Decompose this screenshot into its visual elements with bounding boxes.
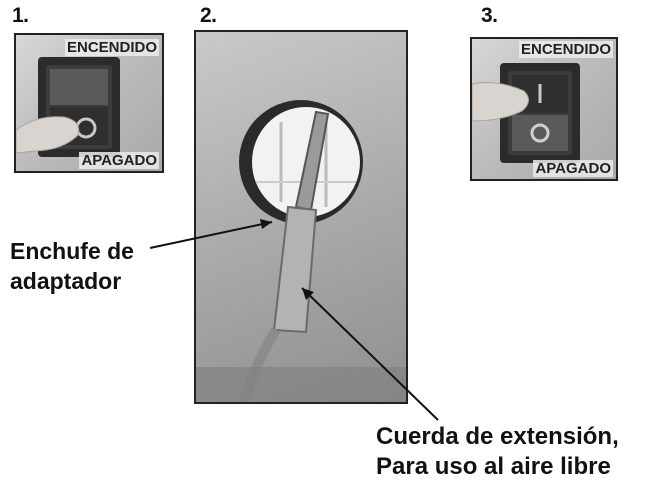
step-1-switch-photo: ENCENDIDO APAGADO: [14, 33, 164, 173]
step-1-off-label: APAGADO: [79, 152, 159, 169]
step-2-number: 2.: [200, 4, 217, 27]
step-3-on-label: ENCENDIDO: [518, 41, 613, 58]
rocker-switch-off-illustration: [16, 57, 120, 157]
plug-body-icon: [272, 205, 318, 334]
adapter-plug-label: Enchufe de adaptador: [10, 236, 134, 296]
step-3-off-label: APAGADO: [533, 160, 613, 177]
step-3-number: 3.: [481, 4, 498, 27]
extension-cord-label-line2: Para uso al aire libre: [376, 453, 611, 480]
step-3-switch-photo: ENCENDIDO APAGADO: [470, 37, 618, 181]
off-symbol-icon: [530, 123, 550, 143]
finger-icon: [16, 116, 80, 154]
extension-cord-label: Cuerda de extensión, Para uso al aire li…: [376, 422, 619, 482]
extension-cord-label-line1: Cuerda de extensión,: [376, 423, 619, 450]
adapter-plug-label-line1: Enchufe de: [10, 238, 134, 264]
rocker-switch-on-illustration: [472, 63, 580, 163]
step-1-number: 1.: [12, 4, 29, 27]
step-2-outlet-photo: [194, 30, 408, 404]
adapter-plug-label-line2: adaptador: [10, 268, 122, 294]
adapter-plug-illustration: [196, 100, 406, 402]
step-1-on-label: ENCENDIDO: [64, 39, 159, 56]
finger-icon: [472, 82, 529, 122]
